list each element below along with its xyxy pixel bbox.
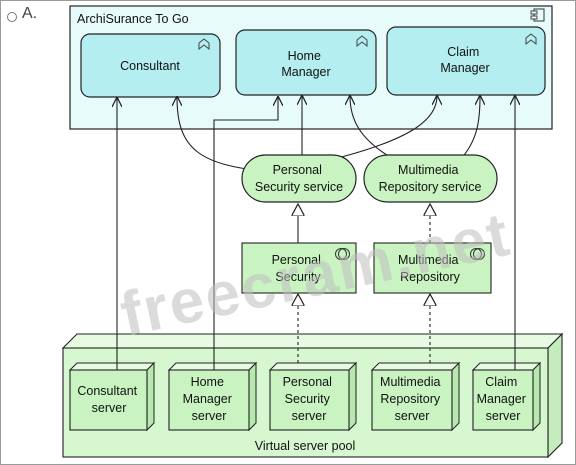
device-personal-security-server: Personal Security server [268, 361, 358, 432]
app-claim-manager-label: Claim Manager [440, 45, 489, 75]
service-multimedia-repository-label: Multimedia Repository service [379, 163, 482, 194]
system-software-icon [473, 248, 485, 260]
connector-multimedia-to-home-manager [350, 96, 396, 161]
function-icon [356, 35, 368, 48]
device-multimedia-repository-server-label: Multimedia Repository server [380, 375, 444, 423]
app-home-manager-label: Home Manager [281, 49, 330, 79]
device-consultant-server: Consultant server [68, 361, 156, 432]
device-multimedia-repository-server: Multimedia Repository server [370, 361, 461, 432]
application-component-title: ArchiSurance To Go [77, 12, 189, 26]
app-consultant-label: Consultant [120, 59, 180, 73]
watermark-text: freecram.net [115, 200, 517, 350]
connector-personal-security-to-claim-manager [329, 96, 437, 161]
service-personal-security-label: Personal Security service [255, 163, 343, 194]
system-software-icon [338, 248, 350, 260]
option-letter: A. [22, 5, 38, 22]
system-software-multimedia-repository-label: Multimedia Repository [398, 253, 462, 284]
device-claim-manager-server-label: Claim Manager server [477, 375, 530, 423]
system-software-multimedia-repository: Multimedia Repository [373, 242, 492, 294]
device-personal-security-server-label: Personal Security server [283, 375, 336, 423]
app-consultant: Consultant [80, 33, 221, 98]
app-home-manager: Home Manager [235, 29, 377, 96]
function-icon [525, 33, 537, 46]
function-icon [198, 38, 210, 51]
component-icon [530, 8, 545, 22]
service-multimedia-repository: Multimedia Repository service [363, 154, 498, 203]
device-claim-manager-server: Claim Manager server [471, 361, 542, 432]
service-personal-security: Personal Security service [241, 154, 357, 203]
device-consultant-server-label: Consultant server [77, 384, 140, 415]
app-claim-manager: Claim Manager [386, 26, 546, 96]
device-home-manager-server-label: Home Manager server [183, 375, 236, 423]
radio-button-option-a[interactable] [7, 12, 17, 22]
connector-home-manager-server-to-home-manager [213, 97, 278, 370]
device-home-manager-server: Home Manager server [167, 361, 258, 432]
node-label: Virtual server pool [255, 439, 356, 453]
connectors [117, 96, 515, 370]
system-software-personal-security: Personal Security [241, 242, 357, 294]
system-software-personal-security-label: Personal Security [272, 253, 325, 284]
